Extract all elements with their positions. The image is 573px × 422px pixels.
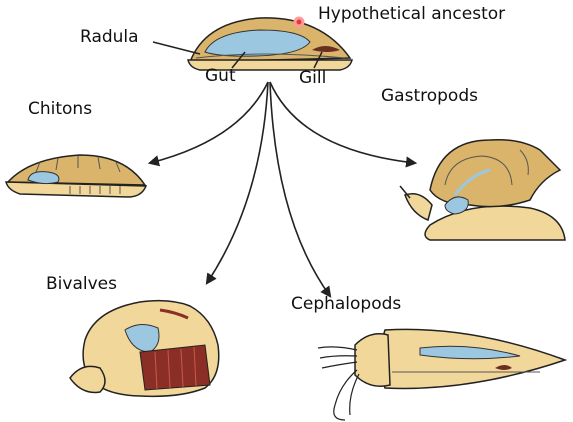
arrow-to-cephalopods <box>269 81 332 298</box>
gastropod-foot <box>424 205 566 241</box>
gastropod-head <box>404 193 433 221</box>
arrow-to-bivalves <box>205 81 269 285</box>
gill-pointer-line <box>313 51 323 69</box>
cephalopod-head <box>354 333 391 387</box>
chiton-figure <box>5 154 148 198</box>
gastropod-shell-whorl-2 <box>519 149 529 176</box>
cursor-dot <box>293 16 305 28</box>
gut-label: Gut <box>205 66 236 86</box>
gastropod-shell-whorl-1 <box>444 155 513 186</box>
chiton-gut <box>27 171 60 185</box>
ancestor-gut <box>204 29 311 57</box>
bivalve-foot <box>69 365 106 394</box>
cephalopod-gut <box>419 345 521 360</box>
ancestor-foot <box>187 59 353 71</box>
arrow-to-gastropods <box>269 81 418 168</box>
gut-pointer-line <box>231 51 246 69</box>
gastropod-tentacle <box>399 185 411 199</box>
branch-arrows <box>147 81 418 298</box>
chiton-plate-lines <box>35 156 121 173</box>
chiton-foot <box>5 181 148 198</box>
bivalves-label: Bivalves <box>46 274 117 294</box>
bivalve-gill-lines <box>154 346 197 390</box>
chiton-gills <box>69 186 121 194</box>
gastropod-gut-tube <box>453 168 491 196</box>
radula-pointer-line <box>152 41 201 55</box>
bivalve-gut <box>124 324 160 353</box>
gastropod-shell <box>429 138 562 208</box>
cephalopod-gill <box>495 365 512 370</box>
radula-label: Radula <box>80 27 139 47</box>
ancestor-mantle-line <box>195 53 346 59</box>
cephalopod-arms <box>317 346 360 421</box>
cephalopod-figure <box>317 328 568 421</box>
chitons-label: Chitons <box>28 99 93 119</box>
gastropod-figure <box>399 138 566 241</box>
hypothetical-ancestor-label: Hypothetical ancestor <box>318 4 506 24</box>
arrow-to-chitons <box>147 81 269 167</box>
cephalopods-label: Cephalopods <box>291 294 402 314</box>
gastropod-gut <box>444 196 469 215</box>
gastropods-label: Gastropods <box>381 86 478 106</box>
gill-label: Gill <box>299 68 327 88</box>
bivalve-figure <box>69 299 220 398</box>
ancestor-figure <box>187 17 353 71</box>
bivalve-gill <box>139 344 211 391</box>
ancestor-gill <box>312 46 340 52</box>
bivalve-hinge <box>159 308 189 320</box>
